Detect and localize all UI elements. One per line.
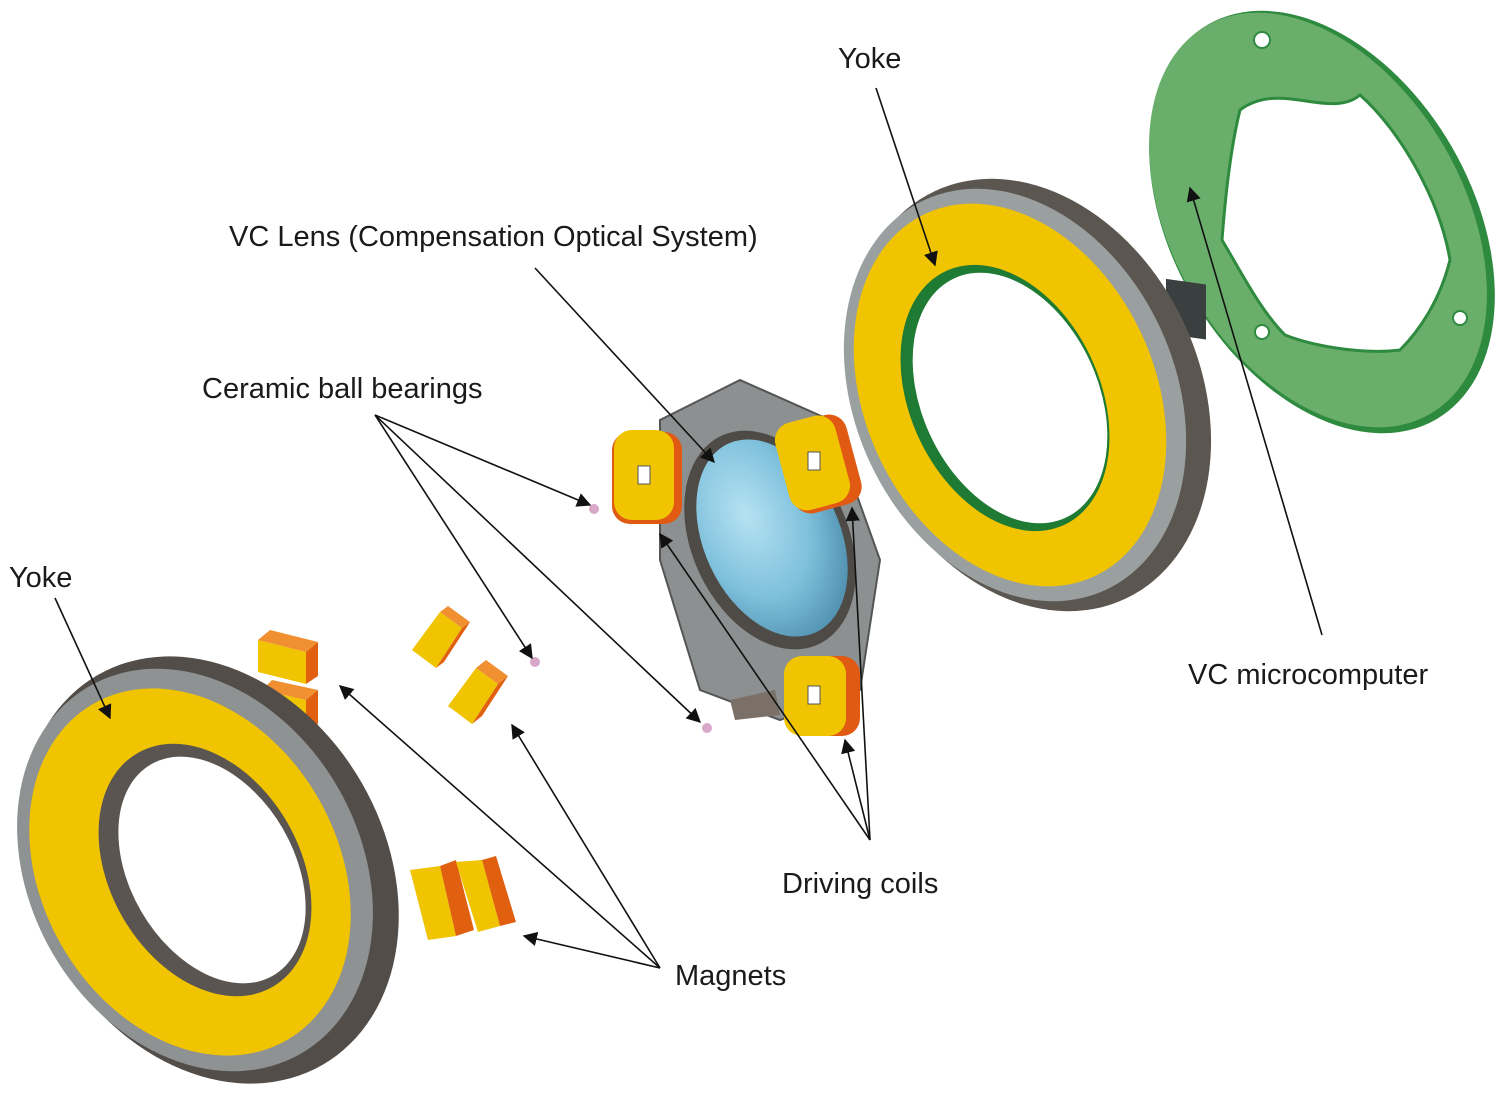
- magnet: [412, 606, 470, 668]
- magnet: [448, 660, 508, 724]
- rear-yoke-ring: [17, 656, 399, 1084]
- label-ceramic-ball-bearings: Ceramic ball bearings: [202, 373, 482, 405]
- driving-coil: [612, 430, 682, 524]
- magnet: [410, 856, 516, 940]
- pcb-board: [1149, 10, 1495, 434]
- vc-lens-group: [612, 378, 882, 736]
- ball-bearing: [530, 657, 540, 667]
- label-yoke-left: Yoke: [9, 562, 72, 594]
- label-vc-lens: VC Lens (Compensation Optical System): [229, 221, 758, 253]
- label-vc-microcomputer: VC microcomputer: [1188, 659, 1428, 691]
- front-yoke-ring: [843, 178, 1212, 612]
- driving-coil: [774, 414, 862, 514]
- label-driving-coils: Driving coils: [782, 868, 938, 900]
- label-yoke-top: Yoke: [838, 43, 901, 75]
- label-magnets: Magnets: [675, 960, 786, 992]
- ball-bearing: [589, 504, 599, 514]
- driving-coil: [784, 656, 860, 736]
- leader-lines: [54, 87, 1323, 969]
- ball-bearing: [702, 723, 712, 733]
